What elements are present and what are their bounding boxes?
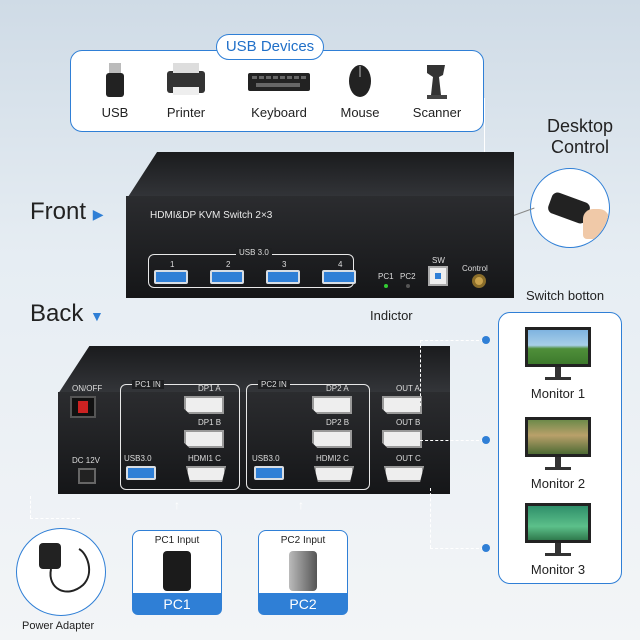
- out-a-line: [420, 340, 421, 406]
- monitors-panel: Monitor 1 Monitor 2 Monitor 3: [498, 312, 622, 584]
- printer-icon: [167, 63, 205, 95]
- front-device-panel: HDMI&DP KVM Switch 2×3 USB 3.0 1 2 3 4 P…: [126, 196, 514, 298]
- dp2a-port[interactable]: [312, 396, 352, 414]
- monitor-icon: [525, 327, 591, 367]
- printer-device: Printer: [151, 61, 221, 120]
- connector-dot: [482, 436, 490, 444]
- hand-icon: [583, 209, 609, 239]
- usb2-port[interactable]: [254, 466, 284, 480]
- arrow-down-icon: ▼: [90, 308, 104, 324]
- connector-dot: [482, 544, 490, 552]
- mouse-icon: [349, 65, 371, 97]
- usb-drive-icon: [106, 63, 124, 97]
- pc1-tower-icon: [163, 551, 191, 591]
- mouse-device: Mouse: [333, 61, 387, 120]
- power-adapter-circle: [16, 528, 106, 616]
- pc1-panel: PC1 Input PC1: [132, 530, 222, 615]
- usb-devices-panel: USB Printer Keyboard Mouse Scanner: [70, 50, 484, 132]
- front-device-top: [126, 152, 514, 200]
- outc-port[interactable]: [384, 466, 424, 482]
- monitor-1: Monitor 1: [525, 327, 591, 401]
- power-line: [30, 518, 80, 519]
- dp2b-port[interactable]: [312, 430, 352, 448]
- dp1b-port[interactable]: [184, 430, 224, 448]
- keyboard-device: Keyboard: [239, 61, 319, 120]
- arrow-up-icon: ↑: [174, 498, 180, 512]
- power-switch-rocker: [78, 401, 88, 413]
- usb-group-label: USB 3.0: [236, 248, 272, 257]
- front-label: Front ▶: [30, 198, 104, 225]
- usb-device: USB: [85, 61, 145, 120]
- power-switch[interactable]: [70, 396, 96, 418]
- product-name: HDMI&DP KVM Switch 2×3: [150, 210, 273, 221]
- switch-button-dot: [435, 273, 441, 279]
- power-adapter-icon: [39, 543, 91, 593]
- scanner-icon: [427, 65, 447, 99]
- power-adapter-label: Power Adapter: [22, 620, 95, 632]
- outb-port[interactable]: [382, 430, 422, 448]
- control-port[interactable]: [472, 274, 486, 288]
- pc2-tower-icon: [289, 551, 317, 591]
- usb-port-4[interactable]: [322, 270, 356, 284]
- dp1a-port[interactable]: [184, 396, 224, 414]
- scanner-device: Scanner: [405, 61, 469, 120]
- connector-line: [484, 98, 485, 198]
- desktop-control-circle: [530, 168, 610, 248]
- monitor-2: Monitor 2: [525, 417, 591, 491]
- pc2-panel: PC2 Input PC2: [258, 530, 348, 615]
- monitor-icon: [525, 417, 591, 457]
- usb-port-2[interactable]: [210, 270, 244, 284]
- on-off-label: ON/OFF: [72, 384, 103, 393]
- usb-port-3[interactable]: [266, 270, 300, 284]
- monitor-3: Monitor 3: [525, 503, 591, 577]
- back-device-panel: ON/OFF DC 12V PC1 IN DP1 A DP1 B USB3.0 …: [58, 380, 450, 494]
- pc2-indicator-led: [406, 284, 410, 288]
- out-a-line: [420, 340, 484, 341]
- switch-button[interactable]: [428, 266, 448, 286]
- back-label: Back ▼: [30, 300, 104, 327]
- indicator-callout: Indictor: [370, 308, 413, 323]
- usb1-port[interactable]: [126, 466, 156, 480]
- hdmi2c-port[interactable]: [314, 466, 354, 482]
- keyboard-icon: [248, 73, 310, 91]
- arrow-up-icon: ↑: [298, 498, 304, 512]
- usb-port-1[interactable]: [154, 270, 188, 284]
- pc1-in-outline: [120, 384, 240, 490]
- power-line: [30, 496, 31, 518]
- connector-dot: [482, 336, 490, 344]
- pc1-indicator-led: [384, 284, 388, 288]
- dc-jack[interactable]: [78, 468, 96, 484]
- pc2-in-outline: [246, 384, 370, 490]
- out-c-line: [430, 548, 484, 549]
- switch-callout: Switch botton: [526, 288, 605, 303]
- monitor-icon: [525, 503, 591, 543]
- out-b-line: [420, 440, 484, 441]
- arrow-right-icon: ▶: [92, 206, 104, 222]
- out-c-line: [430, 488, 431, 548]
- usb-devices-title: USB Devices: [216, 34, 324, 60]
- outa-port[interactable]: [382, 396, 422, 414]
- dc-label: DC 12V: [72, 456, 101, 465]
- desktop-control-label: Desktop Control: [546, 116, 614, 157]
- hdmi1c-port[interactable]: [186, 466, 226, 482]
